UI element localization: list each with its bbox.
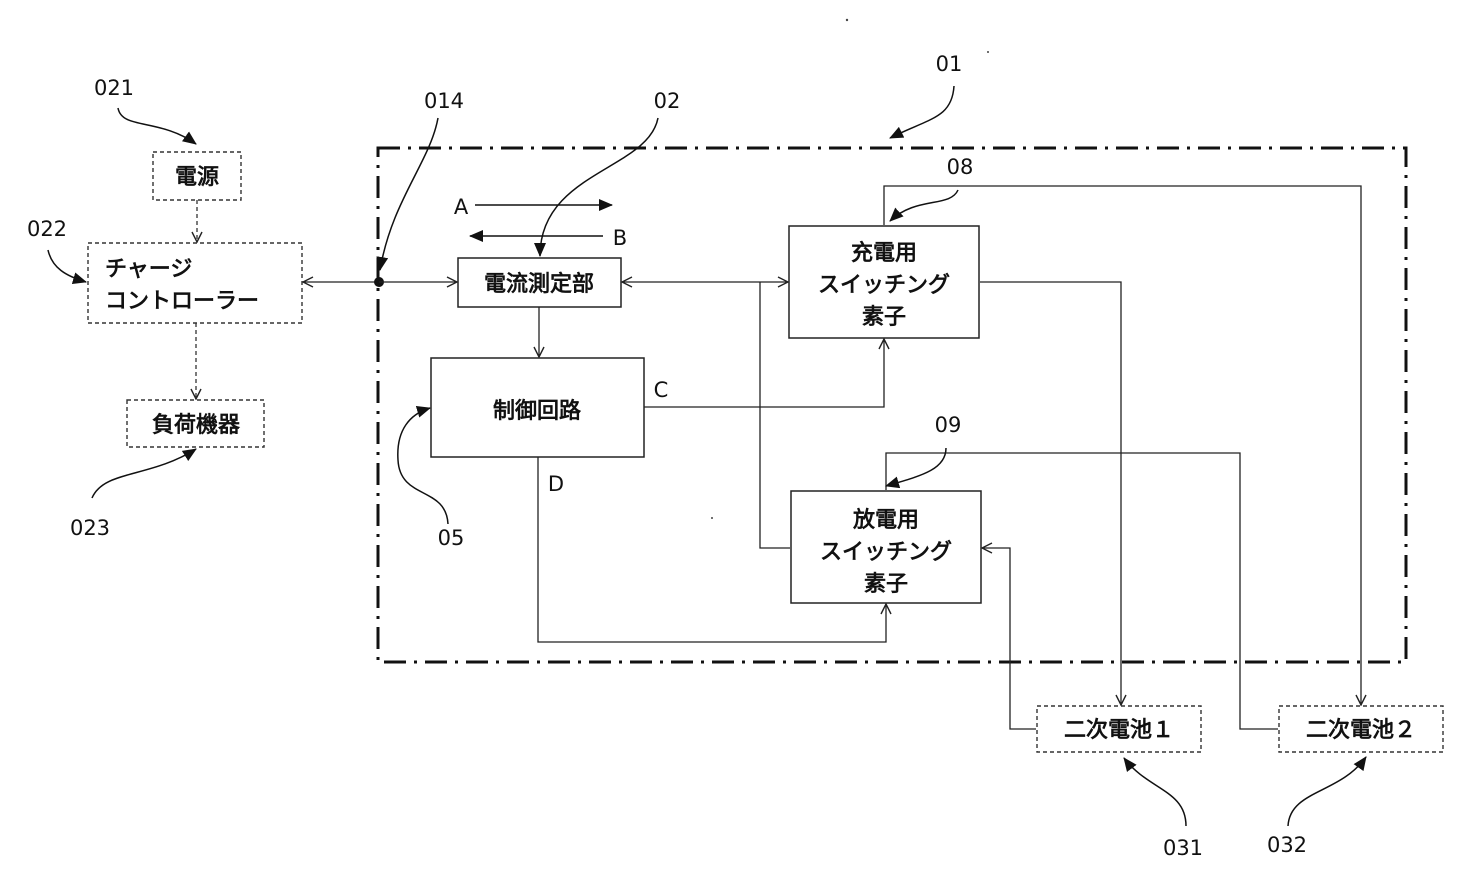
charge-switch-label-line2: スイッチング bbox=[818, 272, 950, 298]
control-circuit-label: 制御回路 bbox=[493, 398, 582, 424]
ref-label-02: 02 bbox=[654, 89, 681, 113]
leader-021 bbox=[118, 108, 196, 144]
charge-controller-block: チャージ コントローラー bbox=[88, 243, 302, 323]
leader-031 bbox=[1124, 758, 1186, 826]
ref-label-022: 022 bbox=[27, 217, 67, 241]
load-device-block: 負荷機器 bbox=[127, 400, 264, 447]
battery-2-label: 二次電池２ bbox=[1306, 717, 1416, 743]
leader-014 bbox=[380, 118, 438, 270]
ref-label-023: 023 bbox=[70, 516, 110, 540]
current-meter-block: 電流測定部 bbox=[458, 258, 621, 307]
wire-charge-switch-to-battery-1 bbox=[980, 282, 1121, 705]
charge-controller-label-line1: チャージ bbox=[105, 257, 192, 282]
signal-label-d: D bbox=[548, 472, 564, 496]
battery-1-block: 二次電池１ bbox=[1037, 706, 1201, 752]
ref-label-014: 014 bbox=[424, 89, 464, 113]
wire-control-c-to-charge-switch bbox=[644, 339, 884, 407]
speck bbox=[987, 51, 989, 53]
discharge-switch-label-line1: 放電用 bbox=[852, 507, 919, 533]
leader-08 bbox=[890, 190, 958, 221]
ref-label-09: 09 bbox=[935, 413, 962, 437]
charge-switch-label-line3: 素子 bbox=[862, 304, 906, 330]
speck bbox=[846, 19, 848, 21]
load-device-label: 負荷機器 bbox=[152, 412, 241, 438]
leader-032 bbox=[1288, 757, 1366, 826]
charge-switch-block: 充電用 スイッチング 素子 bbox=[789, 226, 979, 338]
leader-09 bbox=[886, 448, 946, 486]
battery-1-label: 二次電池１ bbox=[1064, 717, 1174, 743]
signal-label-c: C bbox=[654, 378, 669, 402]
discharge-switch-label-line2: スイッチング bbox=[820, 539, 952, 565]
power-source-label: 電源 bbox=[175, 165, 219, 190]
wire-battery-1-to-discharge-switch bbox=[982, 548, 1036, 729]
ref-label-08: 08 bbox=[947, 155, 974, 179]
leader-01 bbox=[890, 86, 954, 138]
ref-label-01: 01 bbox=[936, 52, 963, 76]
speck bbox=[711, 517, 713, 519]
discharge-switch-block: 放電用 スイッチング 素子 bbox=[791, 491, 981, 603]
charge-switch-label-line1: 充電用 bbox=[851, 240, 917, 266]
power-source-block: 電源 bbox=[153, 152, 241, 200]
ref-label-032: 032 bbox=[1267, 833, 1307, 857]
ref-label-021: 021 bbox=[94, 76, 134, 100]
direction-label-a: A bbox=[454, 195, 469, 219]
direction-label-b: B bbox=[613, 226, 627, 250]
discharge-switch-label-line3: 素子 bbox=[864, 571, 908, 597]
wire-bus-to-discharge-switch bbox=[760, 282, 790, 548]
current-meter-label: 電流測定部 bbox=[484, 271, 594, 297]
leader-022 bbox=[48, 250, 86, 282]
ref-label-031: 031 bbox=[1163, 836, 1203, 860]
ref-label-05: 05 bbox=[438, 526, 465, 550]
charge-controller-label-line2: コントローラー bbox=[105, 289, 259, 314]
leader-023 bbox=[92, 449, 196, 498]
battery-2-block: 二次電池２ bbox=[1279, 706, 1443, 752]
control-circuit-block: 制御回路 bbox=[431, 358, 644, 457]
